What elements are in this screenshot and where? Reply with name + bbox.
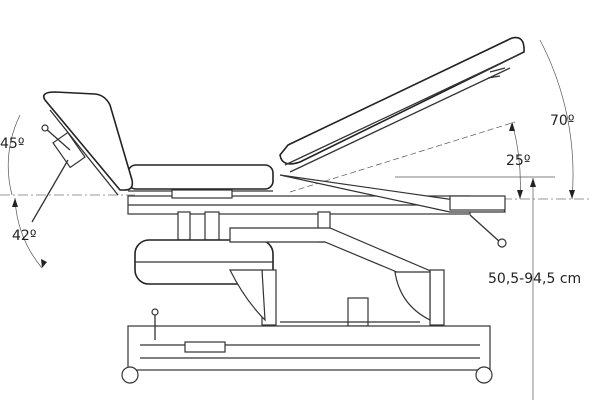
seat-section — [127, 164, 274, 192]
height-dimension — [530, 178, 536, 400]
head-section — [31, 91, 134, 223]
lift-mechanism — [229, 227, 445, 327]
main-frame — [127, 174, 507, 248]
back-angle-label: 70º — [550, 113, 575, 129]
angle-arcs — [7, 39, 575, 269]
height-range-label: 50,5-94,5 cm — [488, 271, 582, 287]
backrest-section — [279, 36, 525, 173]
head-down-angle-label: 42º — [12, 228, 37, 244]
seat-angle-label: 25º — [506, 153, 531, 169]
head-up-angle-label: 45º — [0, 136, 25, 152]
base-frame — [121, 308, 493, 384]
